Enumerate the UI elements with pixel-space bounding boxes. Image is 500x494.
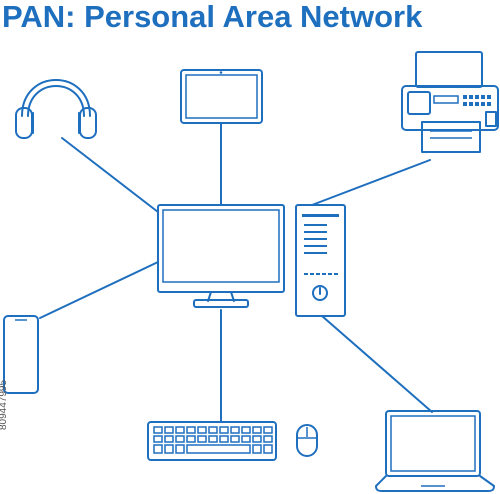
monitor-icon	[157, 204, 285, 308]
link-smartphone	[39, 261, 159, 319]
side-id-text: 809447995	[0, 379, 9, 430]
link-laptop	[321, 315, 433, 413]
headphones-icon	[15, 79, 97, 139]
link-headphones	[61, 137, 159, 213]
mouse-icon	[296, 424, 318, 457]
tablet-icon	[180, 69, 263, 124]
keyboard-icon	[147, 421, 277, 461]
smartphone-icon	[3, 315, 39, 394]
printer-icon	[401, 51, 499, 153]
link-printer	[311, 159, 431, 206]
pc-tower-icon	[295, 204, 346, 317]
laptop-icon	[375, 410, 495, 492]
diagram-title: PAN: Personal Area Network	[2, 0, 423, 34]
connection-lines	[39, 123, 433, 423]
